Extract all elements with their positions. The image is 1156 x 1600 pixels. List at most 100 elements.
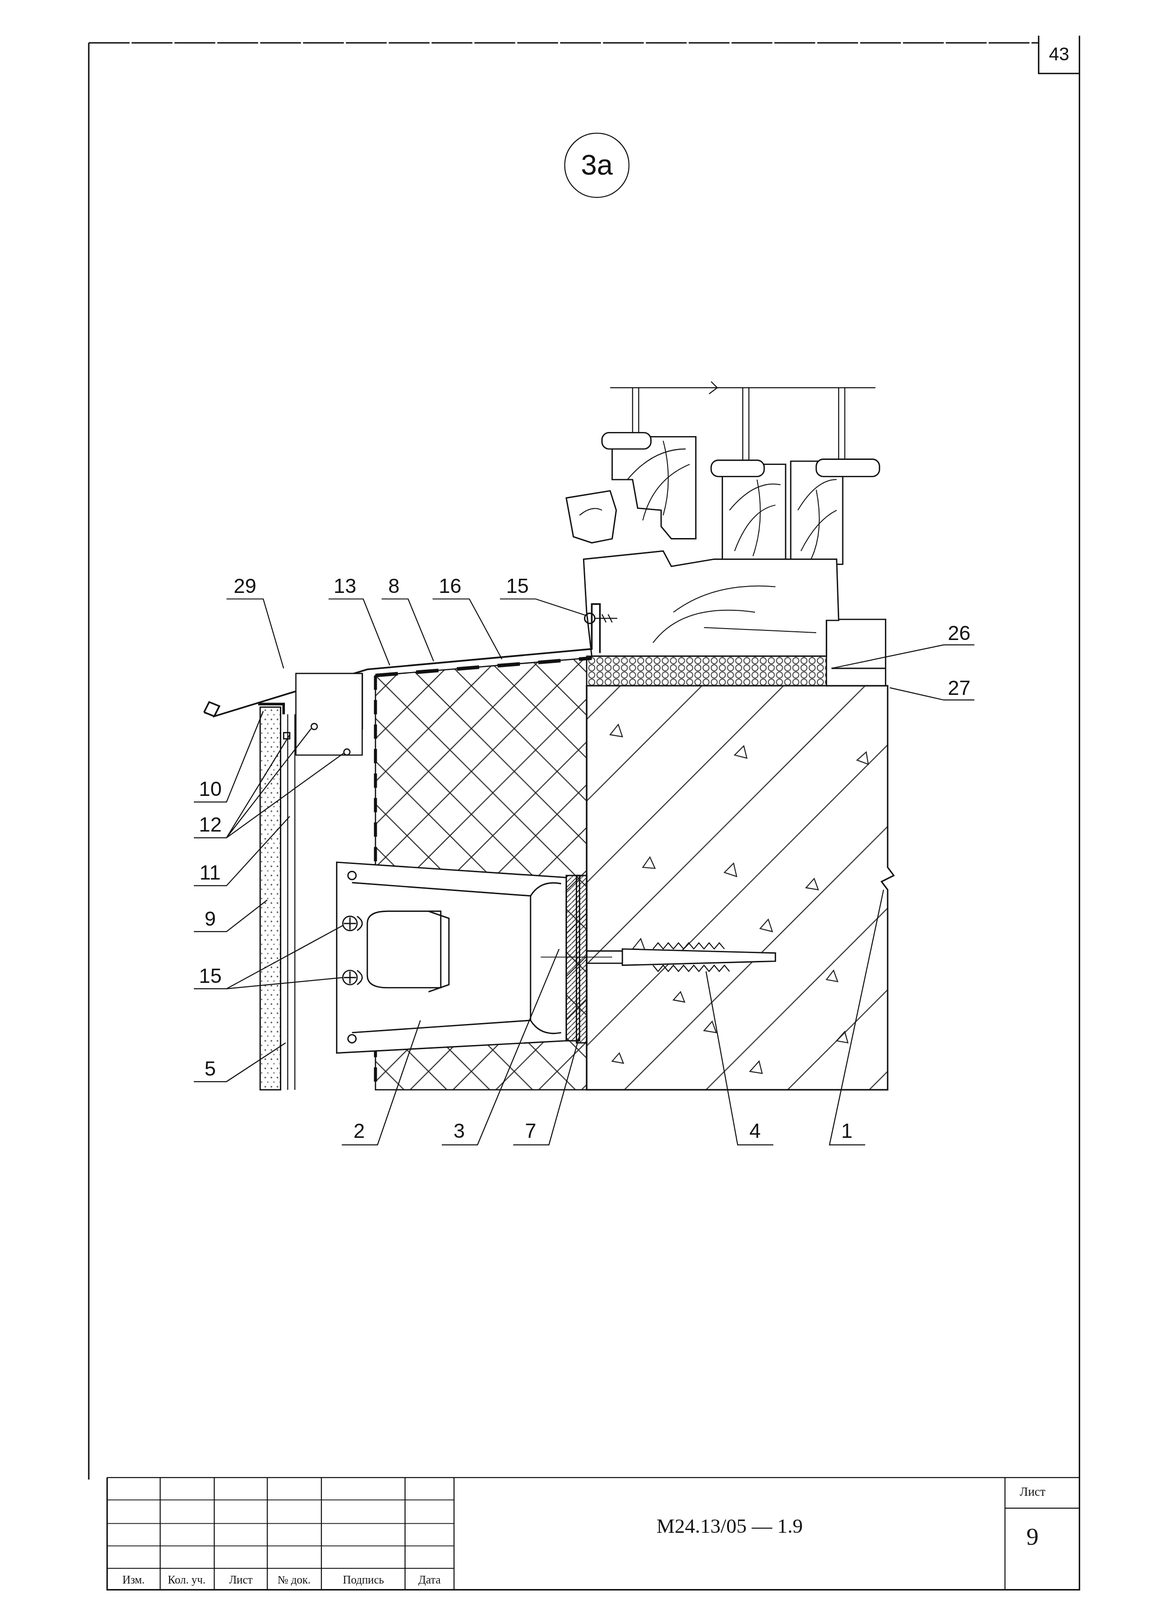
wall-bracket	[529, 896, 532, 1021]
concrete-wall	[673, 992, 686, 1003]
window-frame	[734, 505, 776, 552]
concrete-wall	[806, 878, 819, 891]
concrete-wall	[612, 1053, 624, 1064]
bracket-angle	[283, 673, 363, 756]
leader-line	[193, 900, 268, 932]
concrete-wall	[586, 685, 888, 1091]
screw-symbol	[343, 917, 357, 931]
concrete-wall	[586, 685, 894, 1091]
wall-bracket	[352, 883, 562, 1034]
screw-symbol	[357, 916, 363, 985]
window-frame	[673, 586, 776, 613]
cladding-panel	[257, 704, 295, 1091]
cladding-panel	[257, 704, 284, 715]
concrete-wall	[826, 970, 838, 983]
window-frame	[709, 381, 718, 395]
window-frame	[816, 459, 880, 477]
title-block	[107, 1477, 1080, 1591]
concrete-wall	[642, 857, 656, 869]
foam-seal	[826, 619, 886, 686]
concrete-wall	[856, 752, 869, 765]
table-cell: Изм.	[122, 1573, 145, 1587]
concrete-wall	[734, 746, 747, 759]
concrete-wall	[586, 685, 894, 1091]
leader-line	[513, 1036, 580, 1146]
callout-number: 11	[199, 861, 221, 884]
cladding-panel	[260, 707, 281, 1091]
callout-number: 1	[841, 1119, 853, 1143]
bracket-angle	[311, 723, 318, 730]
sill-flashing	[584, 613, 595, 624]
wall-bracket	[622, 949, 776, 966]
callout-number: 16	[438, 574, 462, 598]
concrete-wall	[724, 863, 737, 877]
concrete-wall	[610, 724, 868, 1074]
sheet-frame	[107, 35, 1080, 1590]
wall-bracket	[336, 862, 567, 1054]
callout-number: 26	[947, 621, 971, 644]
callout-number: 5	[204, 1057, 216, 1080]
leader-line	[328, 599, 390, 666]
callout-number: 2	[353, 1119, 365, 1143]
concrete-wall	[749, 1061, 763, 1074]
screw-symbol	[342, 916, 363, 985]
callout-number: 7	[524, 1119, 537, 1143]
leader-line	[193, 1043, 286, 1082]
callout-number: 8	[388, 574, 400, 598]
screw-symbol	[343, 971, 357, 985]
leader-line	[829, 889, 884, 1146]
leader-line	[193, 599, 975, 1146]
window-frame	[729, 484, 781, 511]
window-frame	[711, 460, 765, 477]
foam-seal	[586, 656, 827, 686]
sheet-frame	[88, 42, 1039, 44]
window-frame	[663, 440, 669, 516]
window-frame	[566, 381, 880, 657]
wall-bracket	[347, 871, 357, 880]
table-cell: № док.	[277, 1573, 311, 1587]
window-frame	[612, 436, 696, 539]
bracket-angle	[295, 673, 363, 756]
detail-number: 3а	[580, 149, 613, 182]
window-frame	[579, 440, 837, 643]
leader-line	[706, 971, 774, 1146]
wall-bracket	[347, 1034, 357, 1044]
sill-flashing	[594, 614, 618, 623]
callout-number: 9	[204, 907, 216, 930]
callout-number: 4	[749, 1119, 761, 1143]
sheet-number: 43	[1048, 44, 1070, 65]
sill-flashing	[203, 604, 618, 1090]
window-frame	[566, 491, 616, 544]
window-frame	[811, 489, 820, 560]
callout-number: 15	[506, 574, 530, 598]
wall-bracket	[367, 911, 441, 988]
title-block	[107, 1500, 455, 1569]
wall-bracket	[540, 957, 613, 958]
window-frame	[753, 479, 761, 557]
title-block	[160, 1477, 455, 1591]
wall-bracket	[428, 911, 450, 992]
window-frame	[627, 449, 686, 480]
callout-number: 29	[233, 574, 257, 598]
window-frame	[704, 627, 817, 633]
concrete-wall	[632, 939, 645, 951]
leader-line	[432, 599, 503, 660]
callout-number: 12	[198, 813, 222, 836]
bracket-angle	[343, 749, 350, 755]
title-block	[1005, 1477, 1080, 1591]
table-cell: Дата	[418, 1573, 441, 1587]
leader-line	[499, 599, 586, 616]
callout-number: 27	[947, 676, 971, 700]
table-cell: Лист	[1019, 1485, 1046, 1499]
leader-line	[441, 949, 560, 1146]
leader-line	[193, 925, 343, 990]
leader-line	[381, 599, 434, 662]
table-cell: Лист	[229, 1573, 253, 1587]
window-frame	[583, 551, 839, 657]
screw-symbol	[342, 916, 358, 931]
leader-line	[226, 599, 284, 669]
window-frame	[601, 432, 651, 450]
drawing-code: М24.13/05 — 1.9	[656, 1514, 803, 1537]
wall-bracket	[576, 875, 587, 1044]
